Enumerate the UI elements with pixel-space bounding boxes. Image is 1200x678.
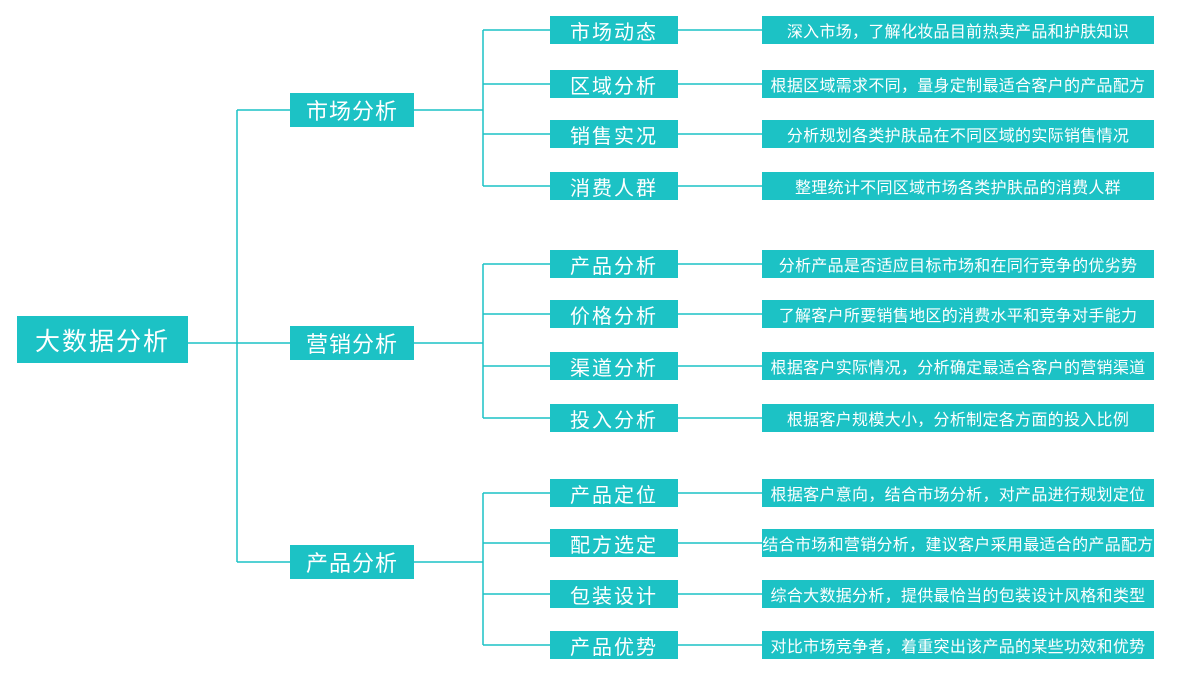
desc-consumer-groups: 整理统计不同区域市场各类护肤品的消费人群 [762,172,1154,200]
topic-market-dynamics: 市场动态 [550,16,678,44]
branch-product-analysis: 产品分析 [290,545,414,579]
topic-price-analysis: 价格分析 [550,300,678,328]
root-node-big-data-analysis: 大数据分析 [17,316,188,363]
desc-channel-analysis: 根据客户实际情况，分析确定最适合客户的营销渠道 [762,352,1154,380]
desc-formula-selection: 结合市场和营销分析，建议客户采用最适合的产品配方 [762,529,1154,557]
desc-package-design: 综合大数据分析，提供最恰当的包装设计风格和类型 [762,580,1154,608]
topic-investment-analysis: 投入分析 [550,404,678,432]
branch-market-analysis: 市场分析 [290,93,414,127]
desc-product-advantages: 对比市场竞争者，着重突出该产品的某些功效和优势 [762,631,1154,659]
topic-channel-analysis: 渠道分析 [550,352,678,380]
topic-consumer-groups: 消费人群 [550,172,678,200]
topic-formula-selection: 配方选定 [550,529,678,557]
topic-product-analysis: 产品分析 [550,250,678,278]
desc-sales-status: 分析规划各类护肤品在不同区域的实际销售情况 [762,120,1154,148]
desc-market-dynamics: 深入市场，了解化妆品目前热卖产品和护肤知识 [762,16,1154,44]
topic-package-design: 包装设计 [550,580,678,608]
desc-regional-analysis: 根据区域需求不同，量身定制最适合客户的产品配方 [762,70,1154,98]
desc-product-positioning: 根据客户意向，结合市场分析，对产品进行规划定位 [762,479,1154,507]
topic-product-positioning: 产品定位 [550,479,678,507]
topic-sales-status: 销售实况 [550,120,678,148]
topic-regional-analysis: 区域分析 [550,70,678,98]
branch-marketing-analysis: 营销分析 [290,326,414,360]
desc-investment-analysis: 根据客户规模大小，分析制定各方面的投入比例 [762,404,1154,432]
desc-product-analysis: 分析产品是否适应目标市场和在同行竞争的优劣势 [762,250,1154,278]
desc-price-analysis: 了解客户所要销售地区的消费水平和竞争对手能力 [762,300,1154,328]
topic-product-advantages: 产品优势 [550,631,678,659]
